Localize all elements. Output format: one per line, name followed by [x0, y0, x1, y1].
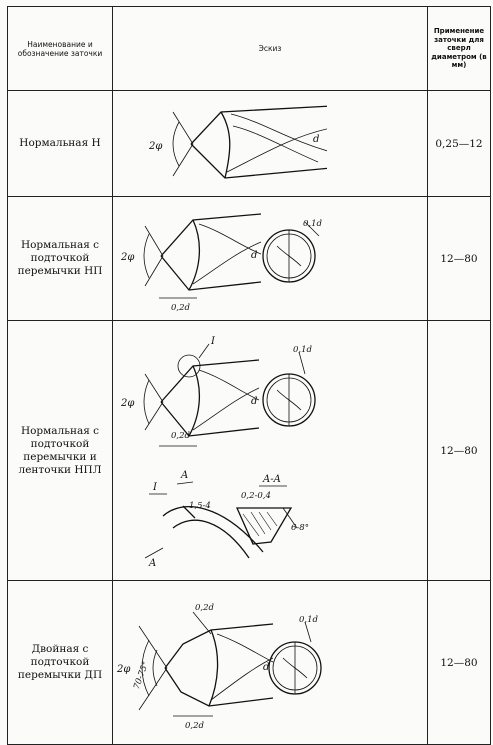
drill-sketch-np: 2φ d 0,2d 0,1d	[120, 212, 323, 313]
row-name: Нормальная с подточкой перемычки НП	[7, 196, 113, 321]
detail-label: I	[210, 336, 216, 347]
row-npl: Нормальная с подточкой перемычки и ленто…	[7, 320, 491, 581]
row-range: 12—80	[427, 320, 491, 581]
diameter-label: d	[251, 250, 257, 261]
row-name: Нормальная с подточкой перемычки и ленто…	[7, 320, 113, 581]
angle-label: 2φ	[120, 252, 134, 263]
angle-label: 2φ	[116, 664, 130, 675]
diameter-label: d	[251, 396, 257, 407]
sketch-normal: 2φ d	[112, 90, 428, 197]
row-range: 0,25—12	[427, 90, 491, 197]
row-name: Двойная с подточкой перемычки ДП	[7, 580, 113, 745]
row-range: 12—80	[427, 196, 491, 321]
sketch-np: 2φ d 0,2d 0,1d	[112, 196, 428, 321]
angle-label: 2φ	[148, 141, 162, 152]
header-sketch: Эскиз	[112, 6, 428, 91]
row-normal: Нормальная Н 2φ d 0,25—12	[7, 90, 491, 197]
row-name: Нормальная Н	[7, 90, 113, 197]
second-angle-label: 70-75°	[132, 660, 151, 690]
detail-view-label: I	[152, 482, 158, 493]
tip-label: 0,1d	[303, 219, 323, 229]
land-width-label: 0,2-0,4	[241, 491, 271, 501]
section-title: A-A	[262, 474, 281, 485]
diameter-label: d	[313, 134, 319, 145]
land-label: 1,5-4	[189, 501, 211, 511]
drill-sketch-normal: 2φ d	[148, 105, 327, 179]
sharpening-table: Наименование и обозначение заточки Эскиз…	[7, 6, 491, 745]
row-np: Нормальная с подточкой перемычки НП 2φ d…	[7, 196, 491, 321]
tip-label: 0,1d	[299, 615, 319, 625]
row-dp: Двойная с подточкой перемычки ДП 0,2d 0,…	[7, 580, 491, 745]
header-row: Наименование и обозначение заточки Эскиз…	[7, 6, 491, 91]
header-name: Наименование и обозначение заточки	[7, 6, 113, 91]
drill-sketch-npl: I 2φ d 0,2d 0,1d I A	[120, 336, 316, 569]
diameter-label: d	[263, 662, 269, 673]
header-application: Применение заточки для сверл диаметром (…	[427, 6, 491, 91]
drill-sketch-dp: 0,2d 0,2d 2φ 70-75° d 0,1d	[116, 603, 322, 731]
row-range: 12—80	[427, 580, 491, 745]
web-label-top: 0,2d	[195, 603, 215, 613]
land-angle-label: 6-8°	[291, 523, 309, 533]
web-label: 0,2d	[171, 431, 191, 441]
sketch-dp: 0,2d 0,2d 2φ 70-75° d 0,1d	[112, 580, 428, 745]
angle-label: 2φ	[120, 398, 134, 409]
sketch-npl: I 2φ d 0,2d 0,1d I A	[112, 320, 428, 581]
web-label: 0,2d	[185, 721, 205, 731]
section-mark-bottom: A	[148, 558, 156, 569]
web-label: 0,2d	[171, 303, 191, 313]
section-mark-top: A	[180, 470, 188, 481]
tip-label: 0,1d	[293, 345, 313, 355]
